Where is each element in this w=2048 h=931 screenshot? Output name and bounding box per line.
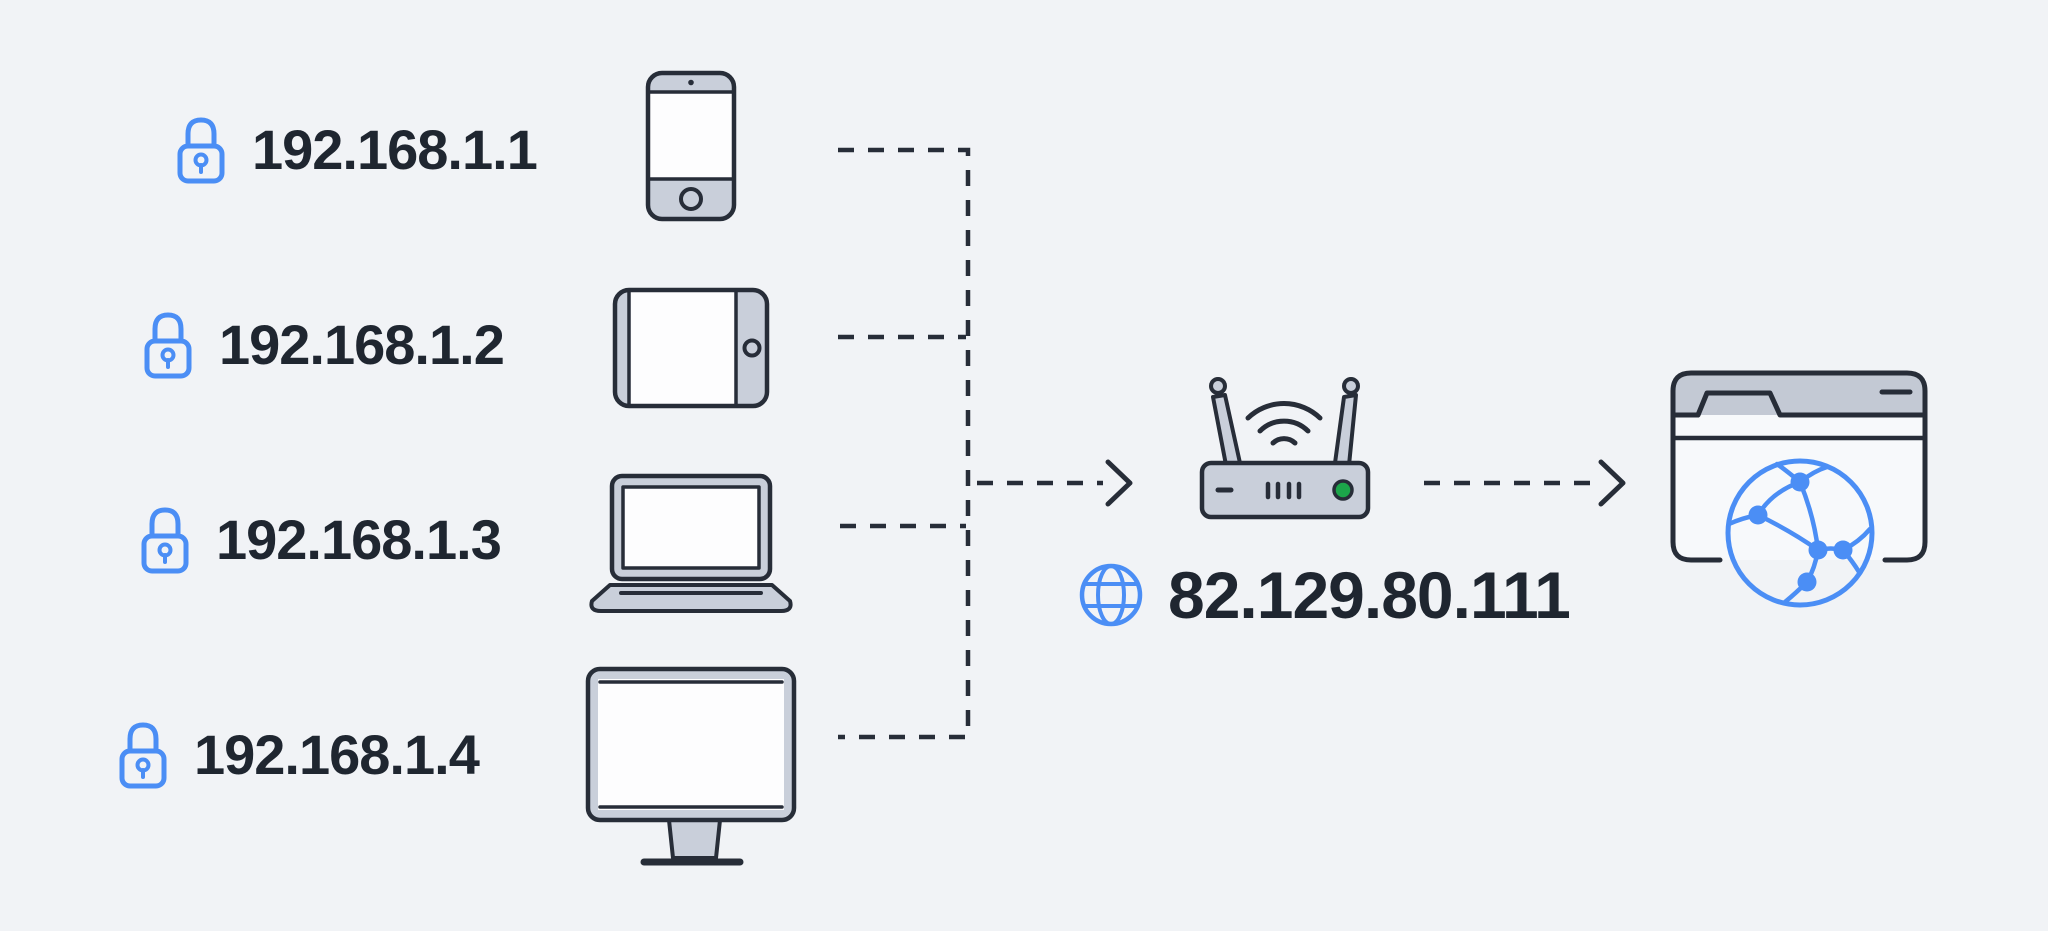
lan-row-1: 192.168.1.1 [176, 115, 538, 185]
lock-icon [141, 507, 189, 574]
wifi-waves-icon [1245, 401, 1323, 446]
globe-icon [1079, 563, 1143, 627]
network-node [1797, 572, 1817, 592]
tablet-home-button [742, 338, 762, 358]
private-ip-label: 192.168.1.4 [194, 723, 480, 786]
private-ip-label: 192.168.1.2 [219, 313, 505, 376]
browser-network-globe-icon [1670, 370, 1928, 608]
router-antenna-right [1333, 393, 1358, 467]
lock-icon [144, 312, 192, 379]
phone-speaker-dot [688, 79, 694, 86]
monitor-stand [667, 818, 722, 860]
wifi-router-icon [1199, 377, 1371, 520]
public-ip-row: 82.129.80.111 [1078, 558, 1571, 632]
router-antenna-left [1211, 393, 1242, 467]
router-status-led [1332, 479, 1354, 501]
private-ip-label: 192.168.1.3 [216, 508, 502, 571]
router-indicator-bars [1265, 481, 1302, 500]
network-globe-icon [1725, 458, 1875, 608]
desktop-monitor-icon [585, 666, 797, 866]
public-ip-label: 82.129.80.111 [1168, 558, 1571, 632]
lan-row-3: 192.168.1.3 [140, 505, 502, 575]
lan-row-2: 192.168.1.2 [143, 310, 505, 380]
network-node [1790, 472, 1810, 492]
connector-bus [838, 147, 971, 740]
browser-tab-outline [1670, 390, 1928, 418]
router-body [1199, 460, 1371, 520]
laptop-icon [589, 473, 793, 613]
network-node [1808, 540, 1828, 560]
arrowhead-to-internet [1598, 459, 1626, 507]
phone-home-button [679, 187, 703, 211]
lock-icon [177, 117, 225, 184]
private-ip-label: 192.168.1.1 [252, 118, 538, 181]
network-node [1748, 505, 1768, 525]
browser-header [1673, 373, 1925, 415]
lock-icon [119, 722, 167, 789]
lan-row-4: 192.168.1.4 [118, 720, 480, 790]
arrowhead-to-router [1105, 459, 1133, 507]
smartphone-icon [645, 70, 737, 222]
network-node [1833, 540, 1853, 560]
browser-window-border [1670, 370, 1928, 563]
tablet-icon [612, 287, 770, 409]
